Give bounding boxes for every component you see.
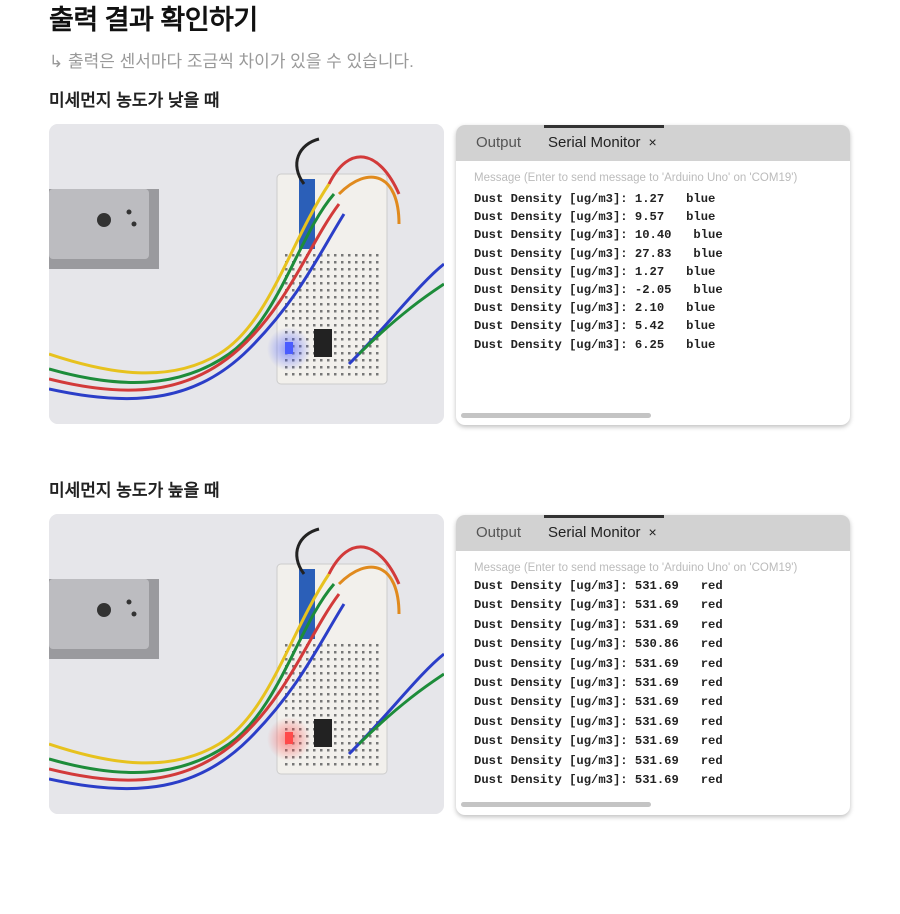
tab-bar: Output Serial Monitor ×: [456, 125, 850, 161]
section-heading-low: 미세먼지 농도가 낮을 때: [49, 91, 220, 110]
serial-line: Dust Density [ug/m3]: 531.69 red: [474, 772, 723, 787]
serial-monitor-high: Output Serial Monitor × Message (Enter to…: [456, 515, 850, 815]
serial-line: Dust Density [ug/m3]: 2.10 blue: [474, 301, 716, 316]
horizontal-scrollbar[interactable]: [461, 802, 651, 807]
serial-line: Dust Density [ug/m3]: 1.27 blue: [474, 264, 716, 279]
tab-serial-monitor[interactable]: Serial Monitor ×: [548, 134, 657, 151]
message-input[interactable]: Message (Enter to send message to 'Ardui…: [474, 562, 798, 574]
serial-line: Dust Density [ug/m3]: 531.69 red: [474, 695, 723, 710]
active-tab-indicator: [544, 515, 664, 518]
serial-line: Dust Density [ug/m3]: 530.86 red: [474, 637, 723, 652]
serial-line: Dust Density [ug/m3]: 531.69 red: [474, 734, 723, 749]
serial-line: Dust Density [ug/m3]: 9.57 blue: [474, 210, 716, 225]
close-icon[interactable]: ×: [648, 524, 657, 540]
tab-output[interactable]: Output: [476, 524, 522, 541]
serial-line: Dust Density [ug/m3]: 1.27 blue: [474, 192, 716, 206]
serial-line: Dust Density [ug/m3]: 5.42 blue: [474, 319, 716, 334]
photo-graphic: [49, 124, 444, 424]
page-title: 출력 결과 확인하기: [49, 5, 258, 35]
active-tab-indicator: [544, 125, 664, 128]
serial-line: Dust Density [ug/m3]: 531.69 red: [474, 714, 723, 729]
serial-line: Dust Density [ug/m3]: 531.69 red: [474, 598, 723, 613]
tab-label: Serial Monitor: [548, 134, 641, 151]
serial-line: Dust Density [ug/m3]: 531.69 red: [474, 753, 723, 768]
serial-line: Dust Density [ug/m3]: -2.05 blue: [474, 282, 723, 297]
horizontal-scrollbar[interactable]: [461, 413, 651, 418]
serial-line: Dust Density [ug/m3]: 10.40 blue: [474, 228, 723, 243]
serial-line: Dust Density [ug/m3]: 531.69 red: [474, 675, 723, 690]
tab-bar: Output Serial Monitor ×: [456, 515, 850, 551]
tab-label: Serial Monitor: [548, 524, 641, 541]
circuit-photo-low: [49, 124, 444, 424]
tab-serial-monitor[interactable]: Serial Monitor ×: [548, 524, 657, 541]
serial-line: Dust Density [ug/m3]: 531.69 red: [474, 579, 723, 593]
circuit-photo-high: [49, 514, 444, 814]
serial-line: Dust Density [ug/m3]: 531.69 red: [474, 617, 723, 632]
photo-graphic: [49, 514, 444, 814]
serial-monitor-low: Output Serial Monitor × Message (Enter to…: [456, 125, 850, 425]
subtitle-note: ↳ 출력은 센서마다 조금씩 차이가 있을 수 있습니다.: [49, 52, 414, 71]
close-icon[interactable]: ×: [648, 134, 657, 150]
serial-line: Dust Density [ug/m3]: 27.83 blue: [474, 246, 723, 261]
serial-line: Dust Density [ug/m3]: 6.25 blue: [474, 337, 716, 352]
tab-output[interactable]: Output: [476, 134, 522, 151]
message-input[interactable]: Message (Enter to send message to 'Ardui…: [474, 172, 798, 184]
section-heading-high: 미세먼지 농도가 높을 때: [49, 481, 220, 500]
serial-line: Dust Density [ug/m3]: 531.69 red: [474, 656, 723, 671]
